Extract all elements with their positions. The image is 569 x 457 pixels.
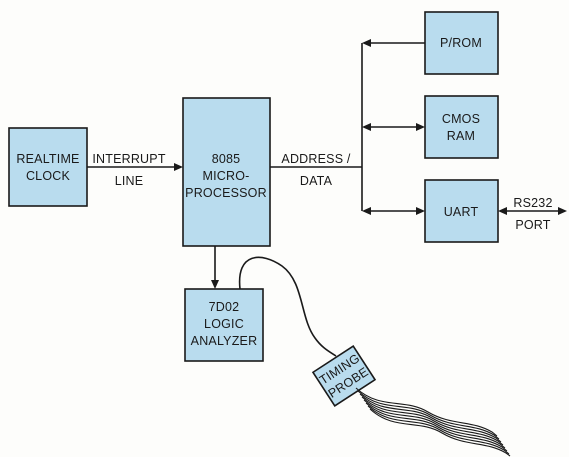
bus-label-line1: ADDRESS / xyxy=(281,152,351,166)
interrupt-line-label-line2: LINE xyxy=(115,174,144,188)
analyzer-connector xyxy=(211,246,219,289)
realtime-clock-label-line2: CLOCK xyxy=(26,169,71,183)
cmos-ram-label-line2: RAM xyxy=(447,129,475,143)
prom-label: P/ROM xyxy=(440,36,482,50)
microprocessor-block: 8085 MICRO- PROCESSOR xyxy=(183,98,270,246)
logic-analyzer-block: 7D02 LOGIC ANALYZER xyxy=(185,289,263,361)
logic-analyzer-label-line1: 7D02 xyxy=(209,300,240,314)
rs232-port-connector: RS232 PORT xyxy=(498,196,567,232)
uart-connector xyxy=(362,207,425,215)
interrupt-line-label-line1: INTERRUPT xyxy=(92,152,165,166)
cmos-ram-connector xyxy=(362,123,425,131)
realtime-clock-block: REALTIME CLOCK xyxy=(9,128,87,206)
logic-analyzer-label-line3: ANALYZER xyxy=(191,334,258,348)
microprocessor-label-line3: PROCESSOR xyxy=(185,186,267,200)
prom-block: P/ROM xyxy=(425,12,498,74)
interrupt-line-connector: INTERRUPT LINE xyxy=(87,152,183,188)
rs232-port-label-line1: RS232 xyxy=(513,196,552,210)
bus-label-line2: DATA xyxy=(300,174,333,188)
cmos-ram-label-line1: CMOS xyxy=(442,112,480,126)
uart-label: UART xyxy=(444,205,479,219)
prom-connector xyxy=(362,39,425,47)
address-data-bus: ADDRESS / DATA xyxy=(270,43,362,211)
logic-analyzer-label-line2: LOGIC xyxy=(204,317,244,331)
realtime-clock-label-line1: REALTIME xyxy=(16,152,79,166)
microprocessor-label-line2: MICRO- xyxy=(202,169,249,183)
rs232-port-label-line2: PORT xyxy=(515,218,550,232)
probe-leads xyxy=(356,388,510,456)
microprocessor-label-line1: 8085 xyxy=(212,152,241,166)
uart-block: UART xyxy=(425,180,498,242)
cmos-ram-block: CMOS RAM xyxy=(425,96,498,158)
